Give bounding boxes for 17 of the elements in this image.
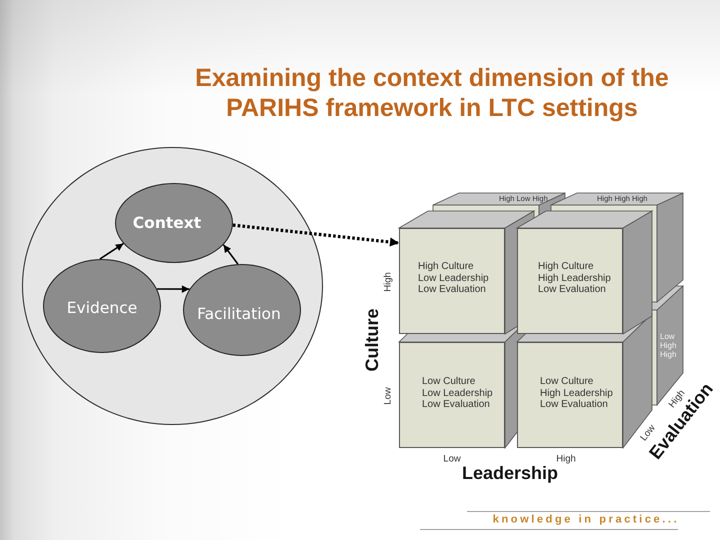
cube-front-face: High Culture High Leadership Low Evaluation [517,228,623,334]
cube-front-face: Low Culture Low Leadership Low Evaluation [399,342,505,448]
oval-node: Context [115,183,233,263]
axis-tick-label: Low [382,387,394,405]
arrow [222,244,239,265]
arrow [157,285,190,293]
oval-node: Facilitation [183,264,301,356]
axis-tick-label: Low [443,454,461,464]
dotted-arrow [232,224,400,246]
arrow [99,242,124,260]
axis-title: Leadership [462,463,558,483]
axis-title: Culture [362,308,382,372]
cube-front-face: Low Culture High Leadership Low Evaluation [517,342,623,448]
title: Examining the context dimension of the PARIHS framework in LTC settings [194,63,670,123]
oval-node: Evidence [43,259,161,353]
tagline: knowledge in practice... [492,514,680,526]
cube-front-face: High Culture Low Leadership Low Evaluation [399,228,505,334]
